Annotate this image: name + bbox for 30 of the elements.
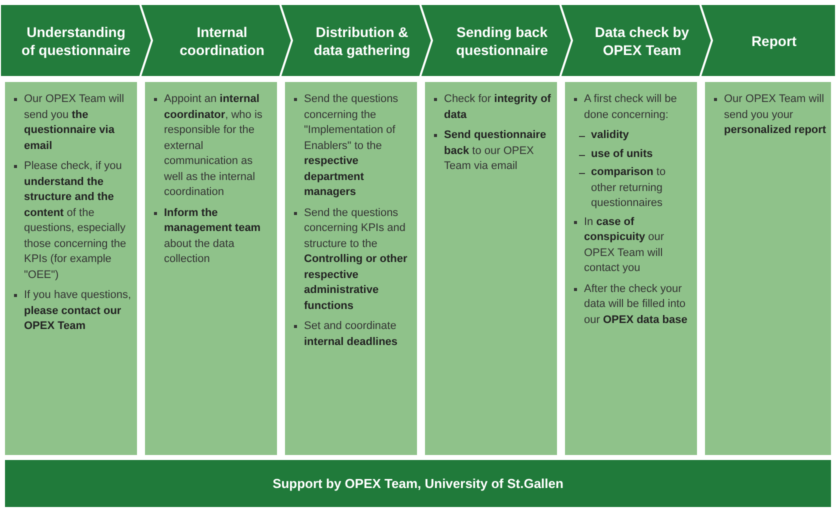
bullet-text: Our OPEX Team will send you your personalized report bbox=[713, 92, 827, 138]
step-panel bbox=[285, 82, 417, 455]
sub-bullet-text: comparison to other returning questionnaires bbox=[573, 165, 693, 212]
bullet-text: Set and coordinate internal deadlines bbox=[293, 319, 413, 350]
bullet-text: After the check your data will be filled into our OPEX data base bbox=[573, 282, 693, 328]
step-panel bbox=[425, 82, 557, 455]
step-title: Understanding of questionnaire bbox=[20, 22, 132, 58]
bullet-text: Send the questions concerning the "Implementation of Enablers" to the respective department managers bbox=[293, 92, 413, 200]
step-panel bbox=[705, 82, 831, 455]
step-title: Data check by OPEX Team bbox=[594, 22, 690, 58]
bullet-text: In case of conspicuity our OPEX Team will contact you bbox=[573, 214, 693, 276]
step-panel bbox=[565, 82, 697, 455]
bullet-text: Our OPEX Team will send you the questionnaire via email bbox=[13, 92, 133, 154]
sub-bullet-text: use of units bbox=[573, 146, 693, 162]
bullet-text: A first check will be done concerning: bbox=[573, 92, 693, 123]
bullet-text: Send questionnaire back to our OPEX Team via email bbox=[433, 128, 553, 174]
bullet-text: Please check, if you understand the structure and the content of the questions, especially those concerning the KPIs (for example "OEE") bbox=[13, 159, 133, 283]
step-title: Distribution & data gathering bbox=[312, 22, 412, 58]
bullet-text: Inform the management team about the data collection bbox=[153, 206, 273, 268]
step-title: Sending back questionnaire bbox=[455, 22, 549, 58]
step-panel bbox=[145, 82, 277, 455]
support-banner: Support by OPEX Team, University of St.Gallen bbox=[5, 460, 831, 507]
bullet-text: Appoint an internal coordinator, who is responsible for the external communication as well as the internal coordination bbox=[153, 92, 273, 200]
sub-bullet-text: validity bbox=[573, 128, 693, 144]
step-panel bbox=[5, 82, 137, 455]
step-title: Report bbox=[751, 32, 797, 50]
bullet-text: If you have questions, please contact our OPEX Team bbox=[13, 288, 133, 334]
step-title: Internal coordination bbox=[178, 22, 266, 58]
bullet-text: Send the questions concerning KPIs and structure to the Controlling or other respective administrative functions bbox=[293, 206, 413, 314]
bullet-text: Check for integrity of data bbox=[433, 92, 553, 123]
